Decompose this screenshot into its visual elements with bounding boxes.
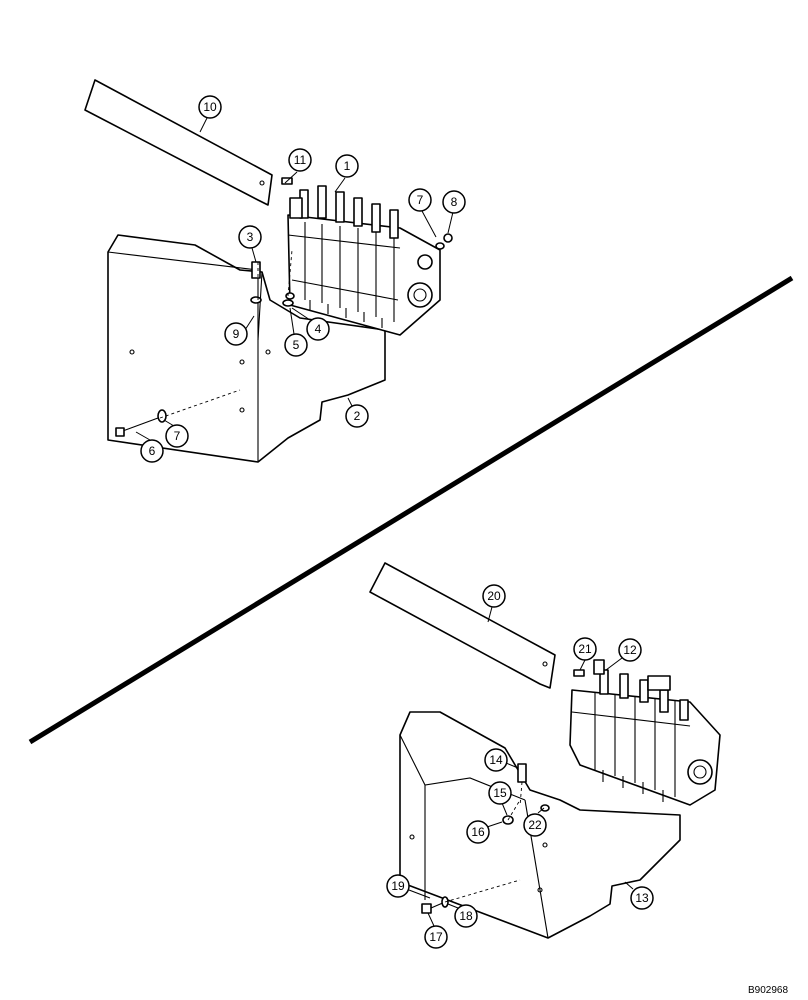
svg-text:7: 7 [174,429,181,443]
callout-22: 22 [523,813,547,837]
lower-control-valve [569,659,721,806]
callout-14: 14 [484,748,508,772]
callout-16: 16 [466,820,490,844]
svg-text:1: 1 [344,159,351,173]
svg-text:4: 4 [315,322,322,336]
upper-assembly [84,79,453,463]
callout-6: 6 [140,439,164,463]
lower-assembly [369,562,721,939]
svg-text:2: 2 [354,409,361,423]
svg-text:7: 7 [417,193,424,207]
callout-2: 2 [345,404,369,428]
svg-text:16: 16 [471,825,485,839]
callout-15: 15 [488,781,512,805]
callout-12: 12 [618,638,642,662]
svg-text:8: 8 [451,195,458,209]
svg-text:12: 12 [623,643,637,657]
callout-7a: 7 [408,188,432,212]
callout-20: 20 [482,584,506,608]
svg-text:15: 15 [493,786,507,800]
svg-text:6: 6 [149,444,156,458]
callout-1: 1 [335,154,359,178]
callout-21: 21 [573,637,597,661]
svg-text:3: 3 [247,230,254,244]
svg-text:11: 11 [294,153,307,167]
callout-13: 13 [630,886,654,910]
callout-7b: 7 [165,424,189,448]
svg-text:22: 22 [528,818,542,832]
callout-10: 11 [288,148,312,172]
svg-text:19: 19 [391,879,405,893]
svg-text:10: 10 [203,100,217,114]
callout-17: 17 [424,925,448,949]
upper-callouts: 10 11 1 7 8 3 9 4 5 2 6 7 [135,95,466,463]
svg-text:21: 21 [578,642,592,656]
svg-text:17: 17 [429,930,443,944]
upper-control-valve [287,185,441,336]
callout-18: 18 [454,904,478,928]
drawing-number: B902968 [748,985,789,996]
callout-8: 8 [442,190,466,214]
callout-3: 3 [238,225,262,249]
callout-11: 9 [224,322,248,346]
upper-housing [107,234,386,463]
svg-text:14: 14 [489,753,503,767]
svg-text:13: 13 [635,891,649,905]
svg-text:18: 18 [459,909,473,923]
svg-text:5: 5 [293,338,300,352]
lower-callouts: 20 21 12 14 15 16 22 13 19 18 17 [386,584,654,949]
svg-text:20: 20 [487,589,501,603]
callout-4: 4 [306,317,330,341]
lower-cover-plate [369,562,556,689]
callout-9: 10 [198,95,222,119]
svg-text:9: 9 [233,327,240,341]
upper-cover-plate [84,79,273,206]
callout-19: 19 [386,874,410,898]
section-divider-line [28,275,794,745]
callout-5: 5 [284,333,308,357]
